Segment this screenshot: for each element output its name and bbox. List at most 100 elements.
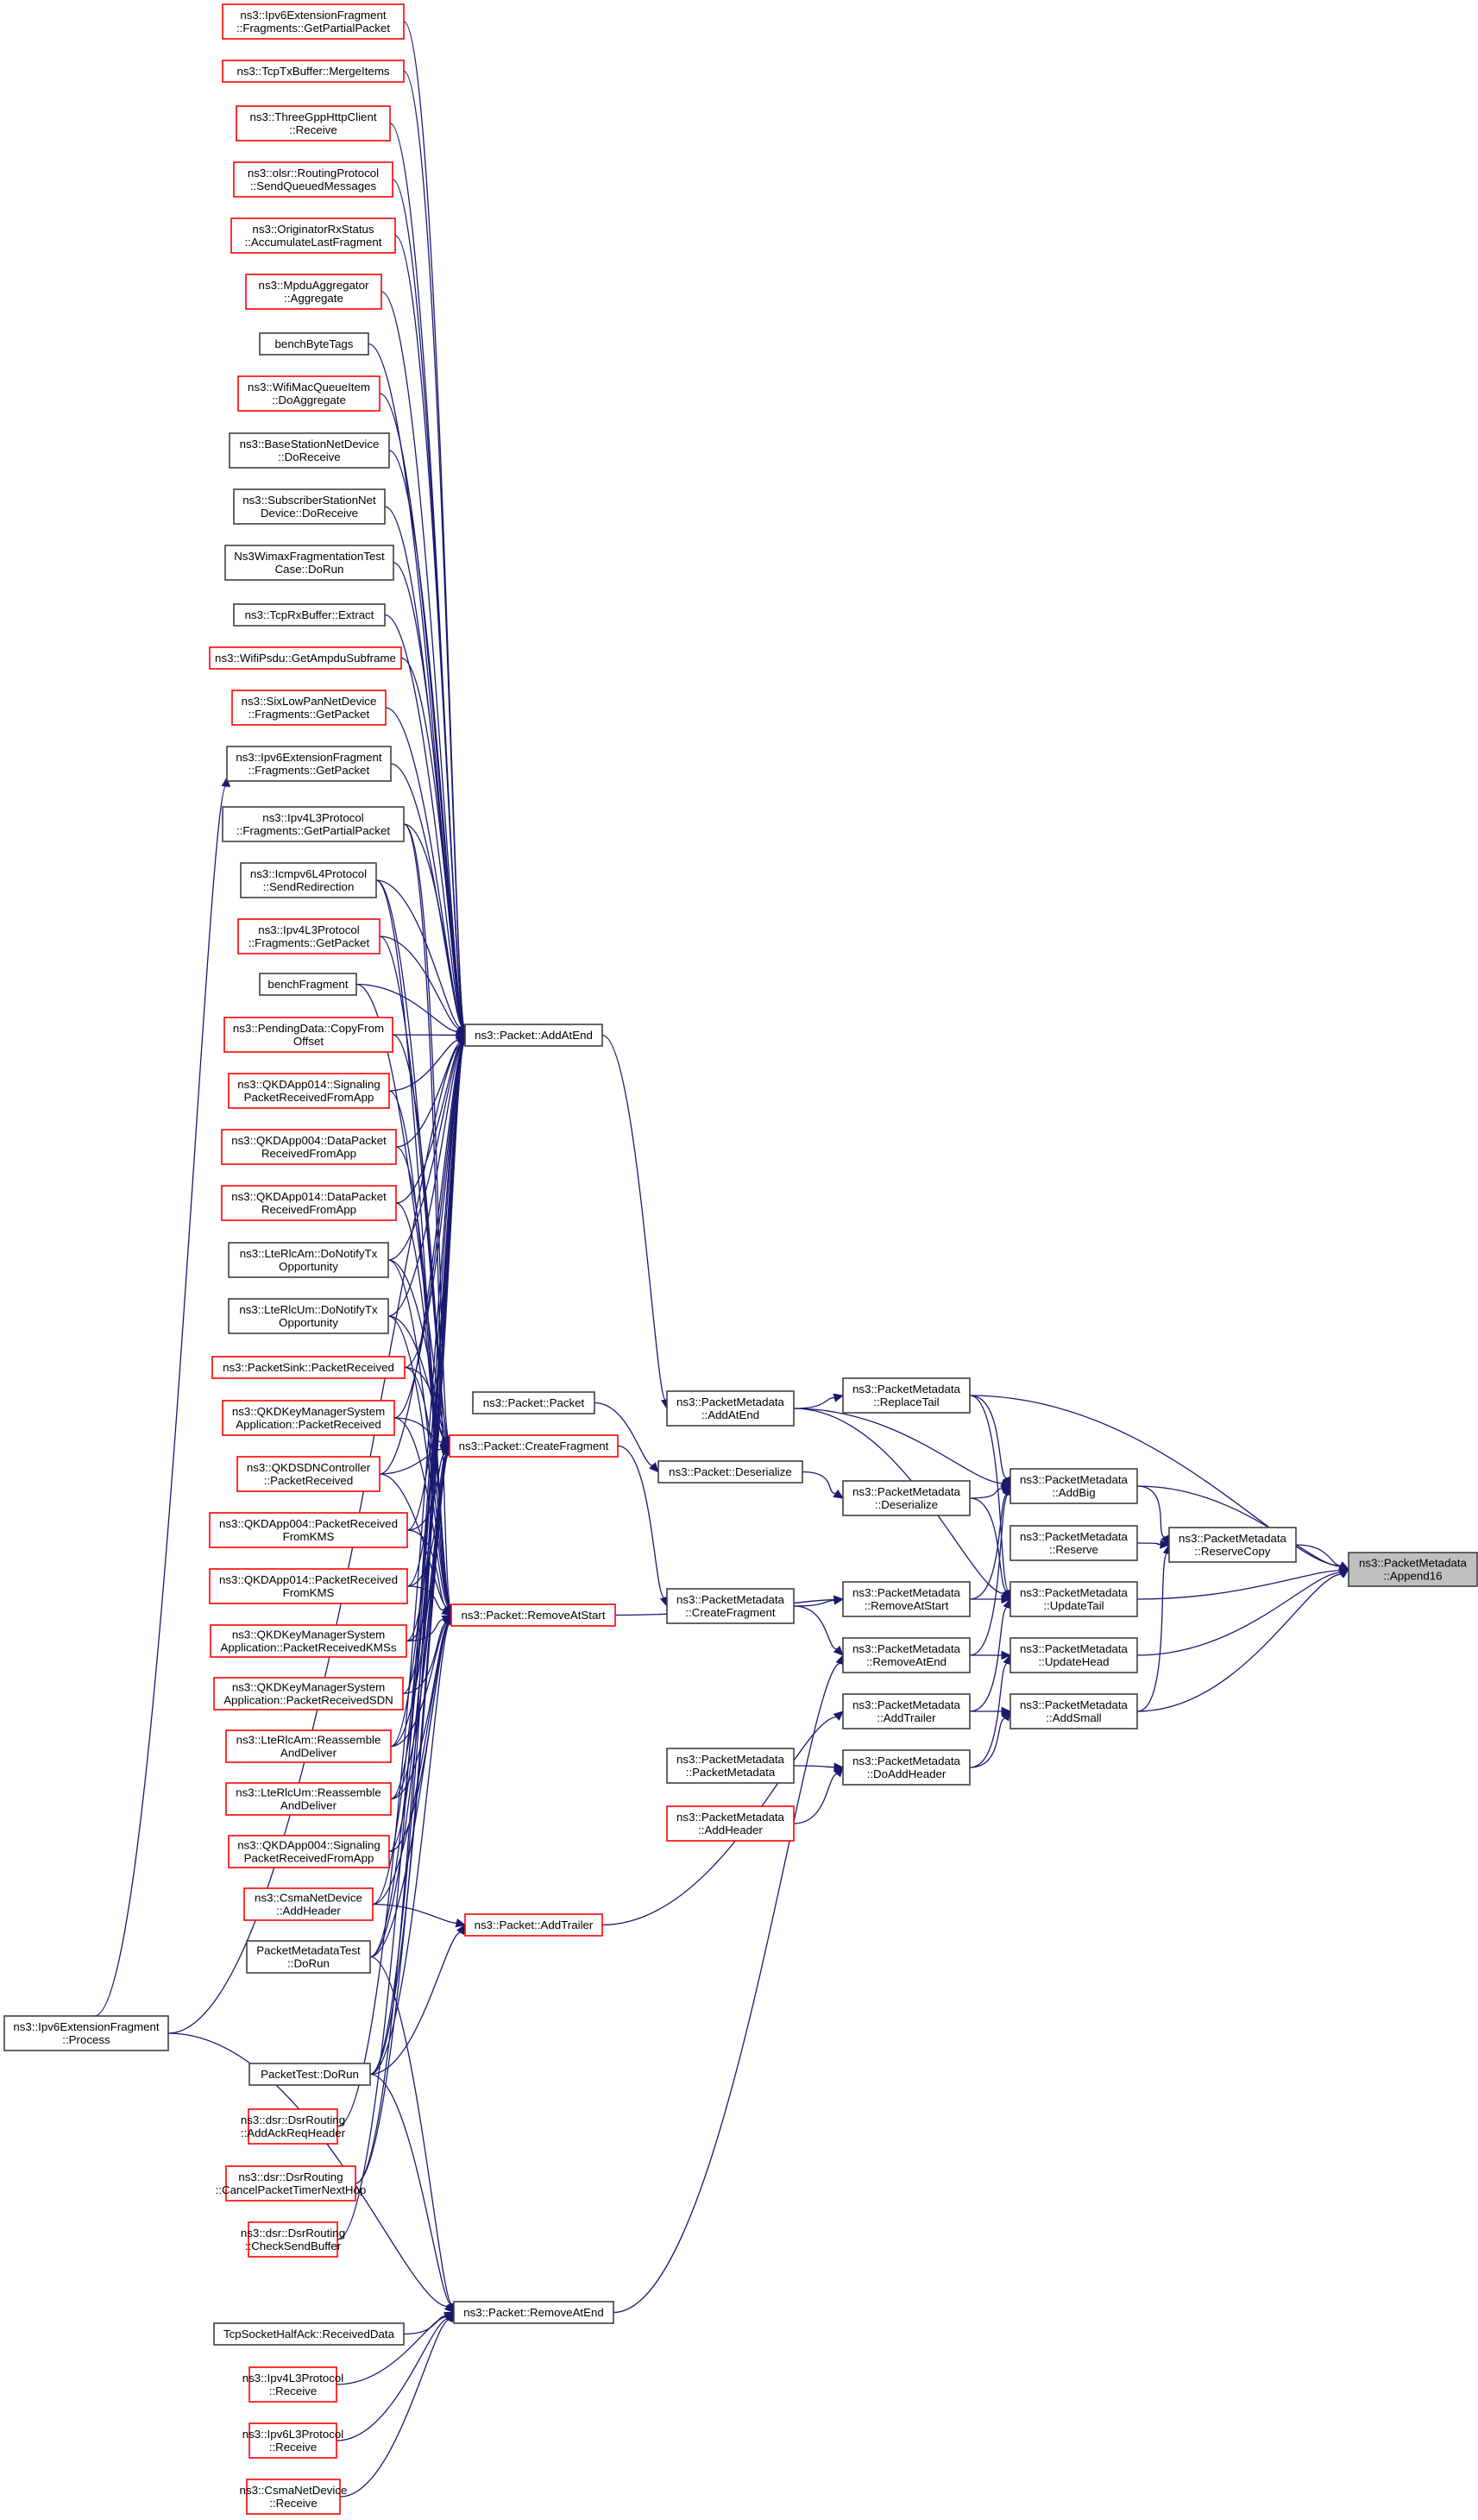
- graph-node-mpdu-agg[interactable]: ns3::MpduAggregator::Aggregate: [245, 274, 382, 310]
- edge-line: [793, 1396, 835, 1409]
- edge-n_pkt_deserialize-to-n_pm_deserialize: [802, 1471, 845, 1499]
- node-box: [228, 1073, 390, 1109]
- node-label-line: ns3::PacketMetadata: [852, 1485, 961, 1498]
- node-label-line: ::DoAddHeader: [867, 1767, 947, 1780]
- graph-node-qkd014-sigapp[interactable]: ns3::QKDApp014::SignalingPacketReceivedF…: [228, 1073, 390, 1109]
- graph-node-orig-accum[interactable]: ns3::OriginatorRxStatus::AccumulateLastF…: [230, 217, 396, 254]
- graph-node-dsr-cancel[interactable]: ns3::dsr::DsrRouting::CancelPacketTimerN…: [216, 2165, 367, 2202]
- graph-node-ipv4-getpartial[interactable]: ns3::Ipv4L3Protocol::Fragments::GetParti…: [222, 806, 405, 842]
- node-box: [223, 1017, 393, 1053]
- node-label-line: ns3::PacketMetadata: [676, 1593, 785, 1606]
- edge-line: [392, 1034, 450, 1439]
- arrowhead-icon: [1001, 1594, 1012, 1604]
- edge-line: [403, 70, 465, 1028]
- graph-node-benchbytetags[interactable]: benchByteTags: [259, 332, 369, 356]
- graph-node-pm-addsmall[interactable]: ns3::PacketMetadata::AddSmall: [1009, 1693, 1138, 1729]
- graph-node-olsr-sendq[interactable]: ns3::olsr::RoutingProtocol::SendQueuedMe…: [233, 161, 393, 198]
- node-label-line: ns3::PacketMetadata: [1020, 1698, 1129, 1711]
- graph-node-pkt-removeatstart[interactable]: ns3::Packet::RemoveAtStart: [450, 1603, 616, 1627]
- graph-node-bs-doreceive[interactable]: ns3::BaseStationNetDevice::DoReceive: [229, 432, 390, 469]
- graph-node-ipv6frag-getpacket[interactable]: ns3::Ipv6ExtensionFragment::Fragments::G…: [226, 746, 392, 782]
- graph-node-wifipsdu-getampdu[interactable]: ns3::WifiPsdu::GetAmpduSubframe: [209, 646, 402, 670]
- graph-node-pkt-addtrailer[interactable]: ns3::Packet::AddTrailer: [464, 1913, 603, 1937]
- graph-node-pkt-deserialize[interactable]: ns3::Packet::Deserialize: [657, 1460, 803, 1484]
- graph-node-qkdkms-recv[interactable]: ns3::QKDKeyManagerSystemApplication::Pac…: [222, 1400, 395, 1436]
- graph-node-tcprx-extract[interactable]: ns3::TcpRxBuffer::Extract: [233, 603, 386, 627]
- graph-node-pmtest-dorun[interactable]: PacketMetadataTest::DoRun: [246, 1940, 371, 1974]
- graph-node-dsr-checksend[interactable]: ns3::dsr::DsrRouting::CheckSendBuffer: [241, 2221, 345, 2258]
- graph-node-packetsink-recv[interactable]: ns3::PacketSink::PacketReceived: [211, 1356, 406, 1379]
- graph-node-3gpp-receive[interactable]: ns3::ThreeGppHttpClient::Receive: [236, 105, 391, 142]
- graph-node-pm-createfrag[interactable]: ns3::PacketMetadata::CreateFragment: [666, 1588, 795, 1624]
- node-label-line: ns3::PacketMetadata: [676, 1395, 785, 1408]
- graph-node-tcptx-merge[interactable]: ns3::TcpTxBuffer::MergeItems: [222, 60, 405, 83]
- node-label-line: ReceivedFromApp: [261, 1147, 356, 1160]
- graph-node-ipv4-receive[interactable]: ns3::Ipv4L3Protocol::Receive: [242, 2366, 344, 2403]
- graph-node-pm-updatetail[interactable]: ns3::PacketMetadata::UpdateTail: [1009, 1581, 1138, 1617]
- graph-node-wifimac-doagg[interactable]: ns3::WifiMacQueueItem::DoAggregate: [237, 375, 381, 412]
- graph-node-qkd014-dataapp[interactable]: ns3::QKDApp014::DataPacketReceivedFromAp…: [221, 1185, 397, 1221]
- graph-node-benchfragment[interactable]: benchFragment: [259, 973, 357, 996]
- edge-n_pm_updatehead-to-n_pm_append16: [1136, 1568, 1350, 1656]
- graph-node-icmpv6-sendredir[interactable]: ns3::Icmpv6L4Protocol::SendRedirection: [240, 862, 377, 898]
- graph-node-pkt-removeatend[interactable]: ns3::Packet::RemoveAtEnd: [453, 2301, 614, 2324]
- graph-node-ipv6frag-process[interactable]: ns3::Ipv6ExtensionFragment::Process: [3, 2015, 169, 2051]
- graph-node-pm-deserialize[interactable]: ns3::PacketMetadata::Deserialize: [842, 1480, 971, 1516]
- node-label-line: ::Aggregate: [284, 292, 343, 305]
- graph-node-pkt-packet[interactable]: ns3::Packet::Packet: [472, 1391, 595, 1414]
- graph-node-pm-removeatstart[interactable]: ns3::PacketMetadata::RemoveAtStart: [842, 1581, 971, 1617]
- graph-node-pkt-createfrag[interactable]: ns3::Packet::CreateFragment: [449, 1434, 619, 1458]
- edge-line: [390, 1622, 449, 1748]
- graph-node-ipv6-receive[interactable]: ns3::Ipv6L3Protocol::Receive: [242, 2422, 344, 2459]
- graph-node-pm-addbig[interactable]: ns3::PacketMetadata::AddBig: [1009, 1468, 1138, 1504]
- graph-node-qkdkms-kmss[interactable]: ns3::QKDKeyManagerSystemApplication::Pac…: [210, 1624, 407, 1658]
- node-box: [222, 3, 405, 40]
- graph-node-csma-addheader[interactable]: ns3::CsmaNetDevice::AddHeader: [243, 1887, 374, 1921]
- graph-node-ipv4-getpacket[interactable]: ns3::Ipv4L3Protocol::Fragments::GetPacke…: [237, 918, 381, 954]
- node-label-line: ns3::PacketMetadata: [852, 1642, 961, 1655]
- graph-node-qkdsdn-recv[interactable]: ns3::QKDSDNController::PacketReceived: [236, 1456, 381, 1492]
- graph-node-ipv6frag-partial[interactable]: ns3::Ipv6ExtensionFragment::Fragments::G…: [222, 3, 405, 40]
- node-label-line: ns3::PacketSink::PacketReceived: [223, 1361, 394, 1374]
- graph-node-pm-addtrailer[interactable]: ns3::PacketMetadata::AddTrailer: [842, 1693, 971, 1729]
- graph-node-ss-doreceive[interactable]: ns3::SubscriberStationNetDevice::DoRecei…: [233, 488, 386, 525]
- graph-node-pm-doaddheader[interactable]: ns3::PacketMetadata::DoAddHeader: [842, 1749, 971, 1786]
- node-box: [226, 746, 392, 782]
- node-box: [248, 2366, 337, 2403]
- graph-node-tcphalfack[interactable]: TcpSocketHalfAck::ReceivedData: [213, 2322, 405, 2346]
- graph-node-pm-pm[interactable]: ns3::PacketMetadata::PacketMetadata: [666, 1748, 795, 1784]
- node-box: [233, 488, 386, 525]
- edge-line: [369, 1956, 453, 2305]
- graph-node-pm-reserve[interactable]: ns3::PacketMetadata::Reserve: [1009, 1525, 1138, 1561]
- node-label-line: ns3::Packet::CreateFragment: [459, 1440, 609, 1452]
- graph-node-pm-removeatend[interactable]: ns3::PacketMetadata::RemoveAtEnd: [842, 1637, 971, 1673]
- graph-node-sixlowpan-getpacket[interactable]: ns3::SixLowPanNetDevice::Fragments::GetP…: [231, 690, 387, 726]
- graph-node-csma-receive[interactable]: ns3::CsmaNetDevice::Receive: [240, 2479, 348, 2515]
- edge-line: [355, 1043, 465, 2184]
- edge-line: [1136, 1553, 1168, 1712]
- graph-node-pm-updatehead[interactable]: ns3::PacketMetadata::UpdateHead: [1009, 1637, 1138, 1673]
- graph-node-qkdkms-sdn[interactable]: ns3::QKDKeyManagerSystemApplication::Pac…: [213, 1677, 404, 1710]
- graph-node-packettest-dorun[interactable]: PacketTest::DoRun: [248, 2063, 371, 2086]
- graph-node-pkt-addatend[interactable]: ns3::Packet::AddAtEnd: [464, 1024, 603, 1047]
- graph-node-qkd004-dataapp[interactable]: ns3::QKDApp004::DataPacketReceivedFromAp…: [221, 1129, 397, 1165]
- graph-node-pm-addatend[interactable]: ns3::PacketMetadata::AddAtEnd: [666, 1390, 795, 1427]
- node-label-line: ns3::PacketMetadata: [1179, 1532, 1287, 1545]
- edge-line: [1136, 1542, 1161, 1546]
- edge-line: [384, 614, 464, 1028]
- graph-node-qkd004-sigapp[interactable]: ns3::QKDApp004::SignalingPacketReceivedF…: [228, 1835, 390, 1868]
- node-label-line: PacketMetadataTest: [256, 1944, 361, 1957]
- graph-node-dsr-ackreq[interactable]: ns3::dsr::DsrRouting::AddAckReqHeader: [241, 2108, 346, 2145]
- graph-node-pm-reservecopy[interactable]: ns3::PacketMetadata::ReserveCopy: [1168, 1527, 1297, 1563]
- graph-node-pm-replacetail[interactable]: ns3::PacketMetadata::ReplaceTail: [842, 1377, 971, 1414]
- node-box: [213, 2322, 405, 2346]
- graph-node-pm-addheader[interactable]: ns3::PacketMetadata::AddHeader: [666, 1805, 795, 1842]
